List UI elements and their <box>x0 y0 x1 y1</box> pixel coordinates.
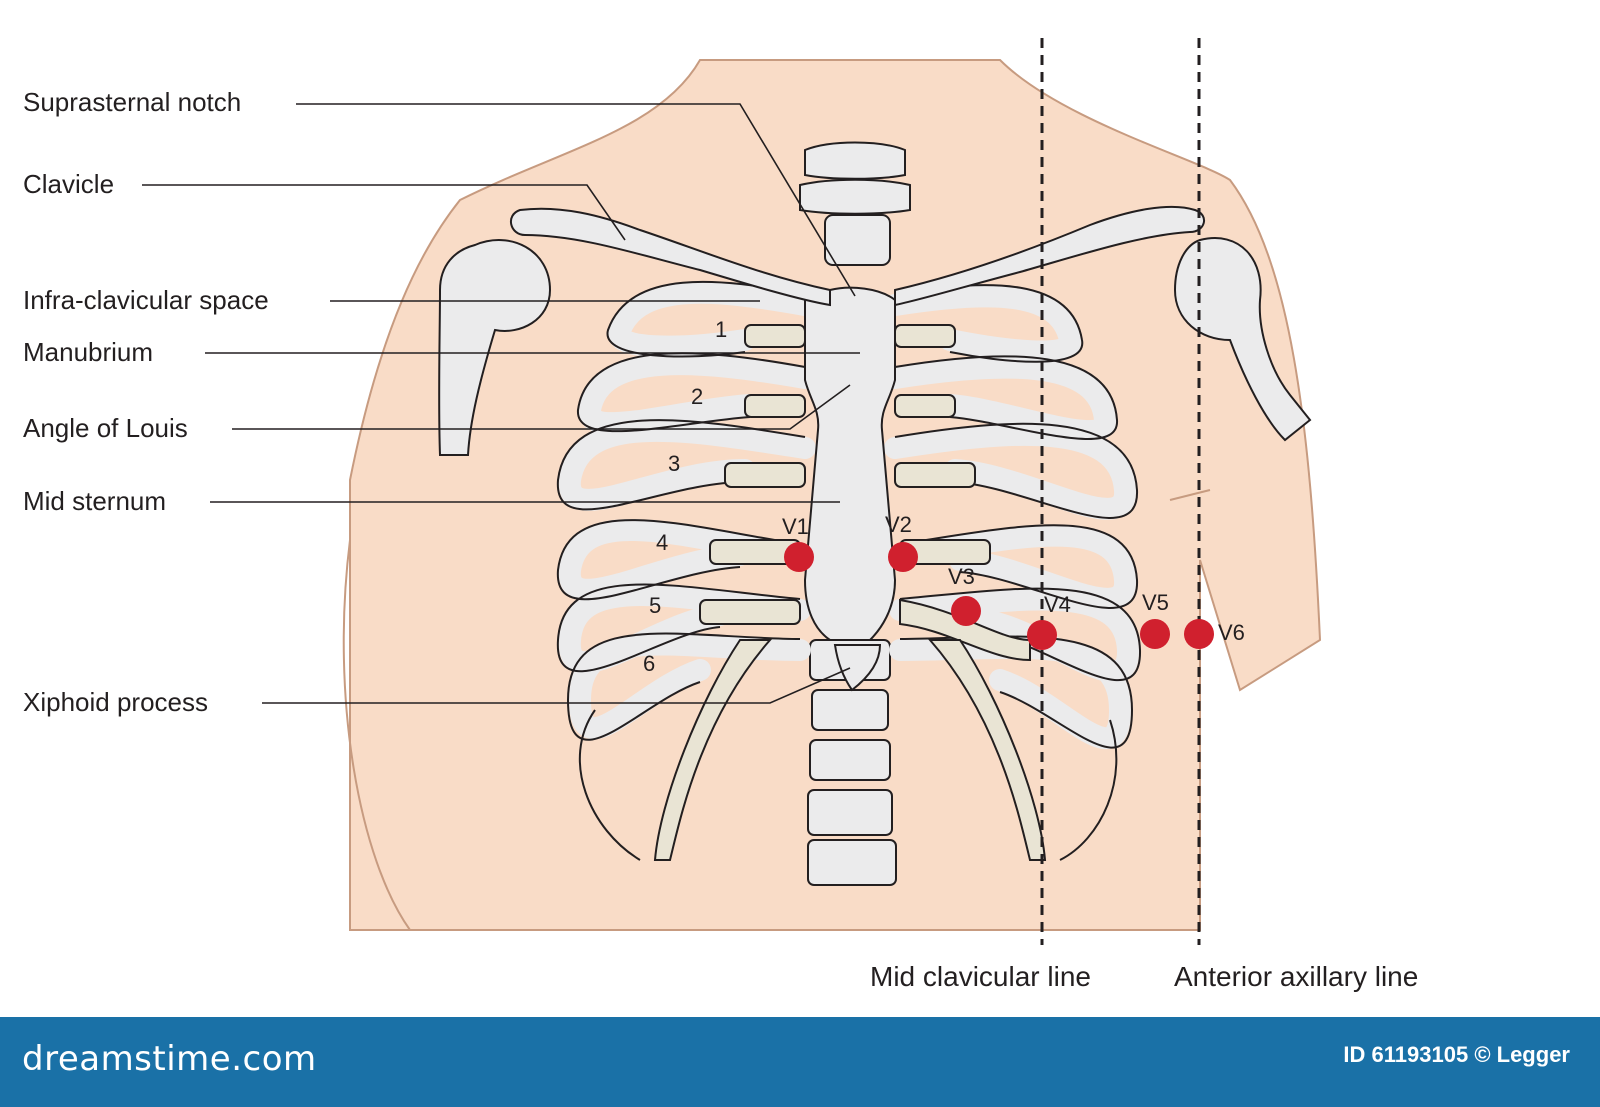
rib-number-2: 2 <box>691 384 703 409</box>
lead-label-v3: V3 <box>948 564 975 589</box>
rib-number-3: 3 <box>668 451 680 476</box>
ribs-left <box>558 281 816 740</box>
lead-label-v4: V4 <box>1044 592 1071 617</box>
image-credit: ID 61193105 © Legger <box>1343 1042 1570 1067</box>
left-arm-crease <box>342 539 411 931</box>
rib-number-5: 5 <box>649 593 661 618</box>
electrode-v6 <box>1184 619 1214 649</box>
electrodes <box>784 542 1214 650</box>
label-angle-of-louis: Angle of Louis <box>23 413 188 443</box>
lead-label-v5: V5 <box>1142 590 1169 615</box>
ecg-lead-placement-diagram: Suprasternal notch Clavicle Infra-clavic… <box>23 38 1418 992</box>
electrode-v1 <box>784 542 814 572</box>
xiphoid-process <box>833 644 882 692</box>
sternum <box>803 286 897 641</box>
lead-label-v1: V1 <box>782 514 809 539</box>
rib-number-6: 6 <box>643 651 655 676</box>
label-infra-clavicular-space: Infra-clavicular space <box>23 285 269 315</box>
label-suprasternal-notch: Suprasternal notch <box>23 87 241 117</box>
shoulder-left <box>438 239 552 456</box>
costal-cartilages <box>653 324 1047 861</box>
lead-label-v2: V2 <box>885 512 912 537</box>
brand-text: dreamstime.com <box>22 1039 317 1079</box>
label-xiphoid-process: Xiphoid process <box>23 687 208 717</box>
electrode-v3 <box>951 596 981 626</box>
label-clavicle: Clavicle <box>23 169 114 199</box>
lead-label-v6: V6 <box>1218 620 1245 645</box>
label-manubrium: Manubrium <box>23 337 153 367</box>
electrode-v4 <box>1027 620 1057 650</box>
electrode-v5 <box>1140 619 1170 649</box>
label-mid-sternum: Mid sternum <box>23 486 166 516</box>
leader-lines <box>142 103 860 704</box>
electrode-v2 <box>888 542 918 572</box>
rib-number-1: 1 <box>715 317 727 342</box>
clavicle-right <box>894 205 1205 307</box>
label-anterior-axillary-line: Anterior axillary line <box>1174 961 1418 992</box>
right-arm-crease <box>1169 489 1211 501</box>
label-mid-clavicular-line: Mid clavicular line <box>870 961 1091 992</box>
clavicle-left <box>510 207 831 307</box>
ribs-left-outline <box>556 280 806 861</box>
cervical-vertebrae <box>799 141 911 266</box>
rib-number-4: 4 <box>656 530 668 555</box>
shoulder-right <box>1173 237 1312 442</box>
footer-bar: dreamstime.com ID 61193105 © Legger <box>0 1017 1600 1107</box>
